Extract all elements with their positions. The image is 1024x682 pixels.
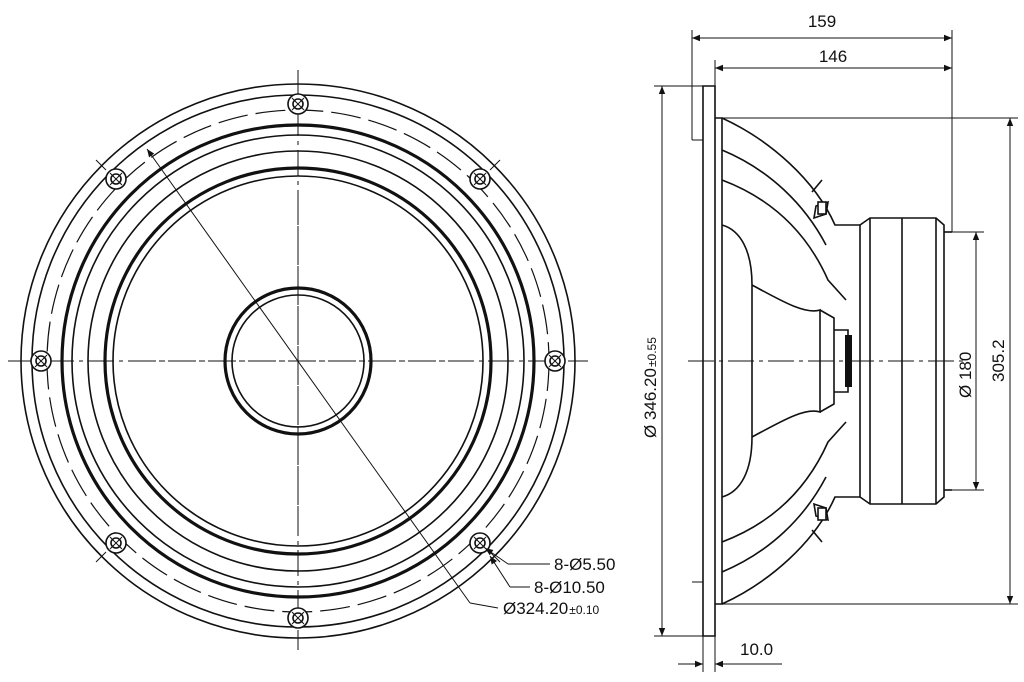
gasket-inner [71,134,525,588]
dim-outer-diameter [654,85,703,637]
dim-flange-thickness [678,636,782,672]
mounting-hole-bottom [287,607,309,629]
cone-body [751,284,821,438]
dim-frame-depth [714,60,953,86]
flange-thickness-label: 10.0 [740,640,773,659]
basket-bottom-rib1 [721,476,827,573]
basket-bottom-outer [721,496,860,605]
flange-step [715,117,723,605]
side-view: 159 146 Ø 346.20±0.55 Ø 180 [641,12,1018,672]
basket-top-rib2 [721,179,847,301]
mounting-hole-top [287,93,309,115]
mounting-hole-top-right [469,168,491,190]
terminals [811,179,830,543]
dim-cutout-diameter [722,117,1018,605]
hole-callout-leaders [484,547,550,588]
outer-diameter-label: Ø 346.20±0.55 [641,337,660,438]
cone-edge [103,166,493,556]
dim-magnet-diameter [952,231,984,491]
mounting-holes [30,93,566,629]
counterbore-callout-label: 8-Ø10.50 [534,578,605,597]
gasket-outer [60,123,536,599]
mounting-hole-top-left [105,168,127,190]
mounting-hole-right [544,350,566,372]
hole-callout-label: 8-Ø5.50 [554,555,615,574]
basket-bottom-rib2 [721,421,847,543]
surround-outer [87,150,509,572]
overall-depth-label: 159 [808,12,836,31]
magnet-assembly [859,217,952,505]
mounting-hole-left [30,350,52,372]
cone-profile [721,224,753,498]
frame-depth-label: 146 [819,47,847,66]
front-view: 8-Ø5.50 8-Ø10.50 Ø324.20±0.10 [8,70,615,650]
bolt-circle-label: Ø324.20±0.10 [503,599,600,618]
basket-top-outer [721,117,860,226]
cone-inner-edge [112,175,484,547]
cutout-diameter-label: 305.2 [989,339,1008,382]
spider [819,309,835,413]
basket-top-rib1 [721,149,827,246]
bolt-circle-diameter-line [146,148,499,609]
mounting-hole-bottom-left [105,532,127,554]
magnet-diameter-label: Ø 180 [956,352,975,398]
pole-piece [845,335,852,387]
